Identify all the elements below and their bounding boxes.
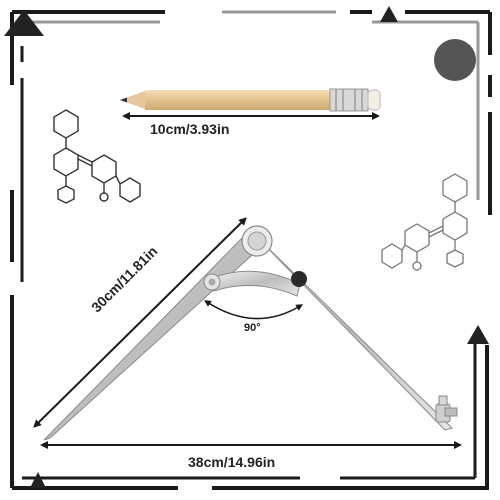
triangle-icon <box>30 472 46 488</box>
decorative-frame-gray <box>22 10 480 200</box>
arrow-icon <box>33 217 247 428</box>
triangle-icon <box>380 6 398 22</box>
compass-icon <box>43 225 458 441</box>
molecule-icon <box>53 109 141 204</box>
opening-width-label: 38cm/14.96in <box>188 454 276 470</box>
circle-icon <box>434 39 476 81</box>
molecule-icon <box>381 173 468 271</box>
angle-label: 90° <box>244 322 261 334</box>
decorative-frame <box>10 10 492 490</box>
pencil-icon <box>120 88 381 112</box>
arrow-icon <box>204 300 304 320</box>
decorative-frame-inner <box>20 46 477 480</box>
triangle-icon <box>4 10 44 36</box>
pencil-length-label: 10cm/3.93in <box>150 121 230 137</box>
triangle-icon <box>467 325 489 344</box>
